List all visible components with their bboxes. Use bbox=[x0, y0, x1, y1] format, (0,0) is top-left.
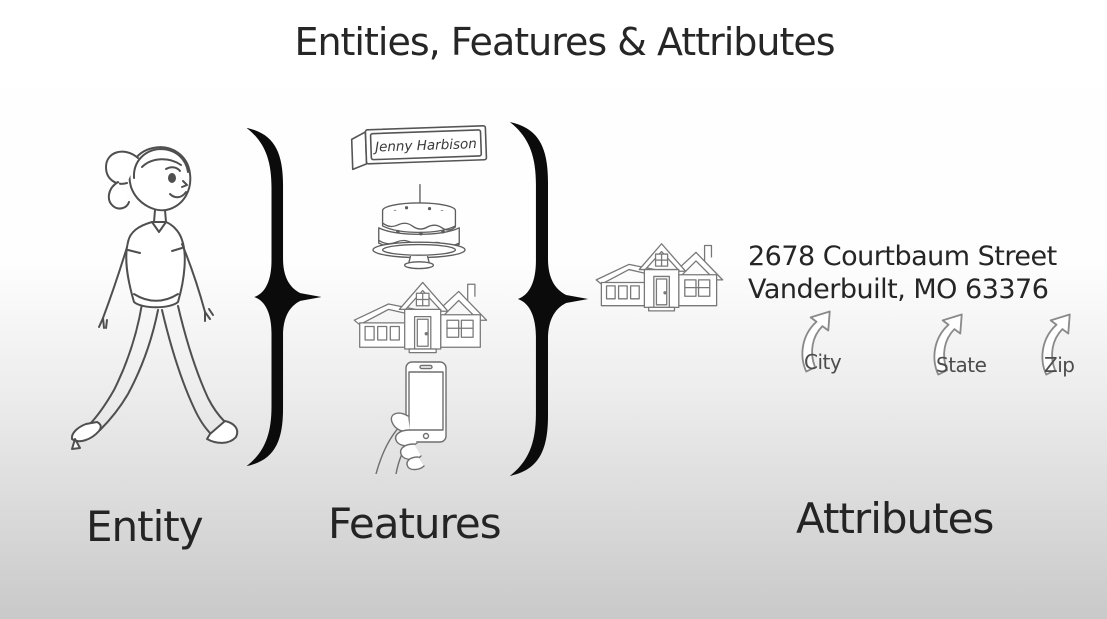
annotation-zip: Zip bbox=[1018, 313, 1098, 379]
house-feature-illustration bbox=[352, 268, 488, 358]
house-icon bbox=[353, 281, 488, 354]
closing-brace-features bbox=[500, 118, 598, 480]
address-line-1: 2678 Courtbaum Street bbox=[748, 241, 1057, 272]
closing-brace-entity bbox=[238, 124, 330, 470]
birthday-cake-icon bbox=[372, 184, 466, 270]
attributes-caption: Attributes bbox=[796, 494, 994, 543]
name-tag-text: Jenny Harbison bbox=[372, 136, 477, 156]
curved-up-arrow-icon bbox=[801, 310, 831, 373]
name-tag-illustration: Jenny Harbison bbox=[346, 120, 494, 174]
smartphone-illustration bbox=[362, 356, 462, 474]
address-line-2: Vanderbuilt, MO 63376 bbox=[748, 274, 1049, 305]
walking-woman-icon bbox=[70, 146, 239, 450]
curly-brace-icon bbox=[509, 122, 589, 476]
name-tag-icon: Jenny Harbison bbox=[350, 124, 488, 171]
annotation-state-label: State bbox=[936, 353, 987, 377]
annotation-state: State bbox=[910, 313, 990, 379]
annotation-city: City bbox=[778, 310, 858, 376]
smartphone-in-hand-icon bbox=[375, 361, 447, 474]
curved-up-arrow-icon bbox=[1041, 313, 1071, 376]
curved-up-arrow-icon bbox=[933, 313, 963, 376]
annotation-zip-label: Zip bbox=[1044, 353, 1075, 377]
house-attribute-illustration bbox=[594, 230, 724, 316]
features-caption: Features bbox=[328, 499, 502, 548]
walking-woman-illustration bbox=[58, 132, 248, 482]
address-text: 2678 Courtbaum Street Vanderbuilt, MO 63… bbox=[748, 240, 1078, 306]
house-icon bbox=[595, 243, 724, 312]
birthday-cake-illustration bbox=[366, 178, 472, 270]
entity-caption: Entity bbox=[86, 502, 204, 551]
curly-brace-icon bbox=[246, 127, 322, 467]
slide-title: Entities, Features & Attributes bbox=[294, 20, 835, 64]
annotation-city-label: City bbox=[804, 350, 842, 374]
